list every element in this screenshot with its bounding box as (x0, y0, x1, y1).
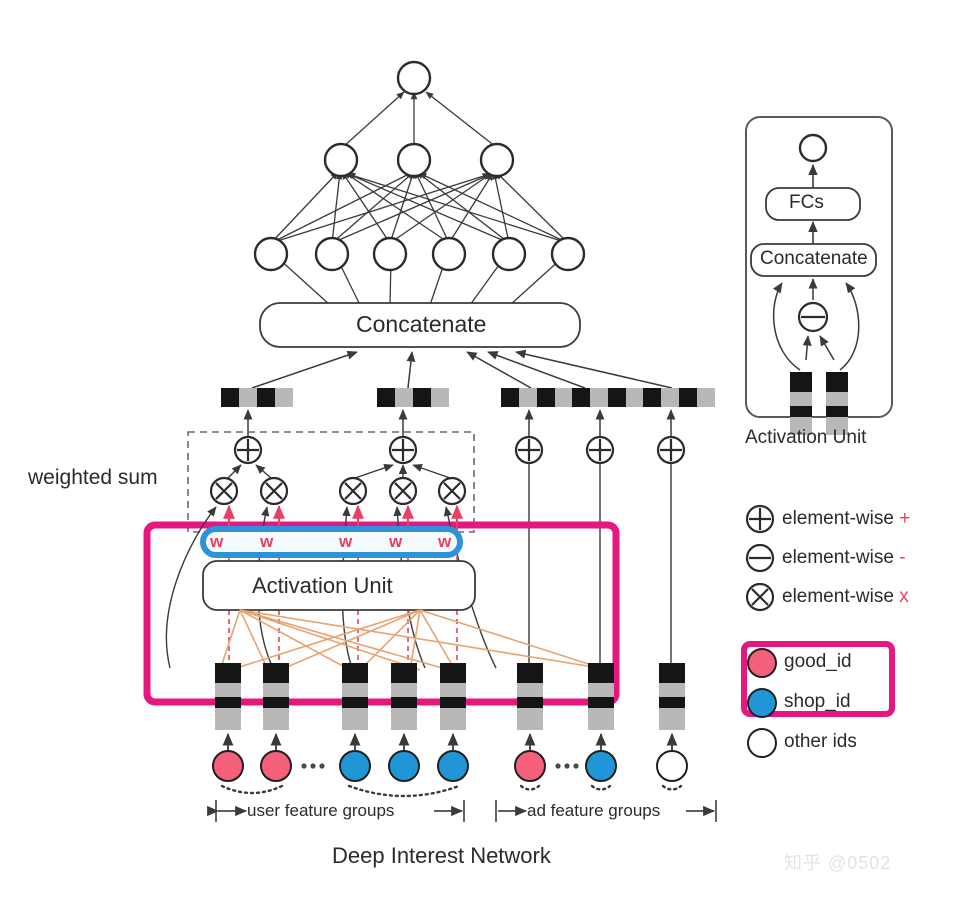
horizontal-embedding-bars (221, 388, 715, 407)
bypass-columns (528, 463, 672, 666)
concatenate-box (259, 302, 581, 348)
au-inner-edges (772, 278, 860, 371)
weight-label-5: w (438, 532, 452, 551)
product-units (209, 476, 467, 506)
activation-unit-caption: Activation Unit (745, 427, 867, 448)
figure-title: Deep Interest Network (332, 843, 551, 868)
activation-unit-input-edges (219, 609, 602, 671)
ad-feature-groups-measure (495, 800, 717, 822)
weight-label-1: w (210, 532, 224, 551)
au-concatenate-box (750, 243, 877, 277)
activation-unit-label: Activation Unit (252, 573, 393, 598)
legend-plus-label: element-wise (782, 508, 894, 529)
au-fcs-box (765, 187, 861, 221)
weight-label-2: w (260, 532, 274, 551)
au-output-node (798, 133, 828, 163)
au-minus-unit (797, 301, 829, 333)
legend-good-id-icon (747, 648, 777, 678)
ellipsis-dots (301, 763, 579, 769)
concatenate-label: Concatenate (356, 311, 487, 337)
user-feature-groups-measure (207, 800, 465, 822)
activation-unit-box (202, 560, 476, 611)
au-embedding-columns (790, 372, 848, 435)
legend-minus-op: - (899, 547, 906, 568)
embedbar-to-concat-edges (251, 349, 673, 389)
legend-shop-id-icon (747, 688, 777, 718)
legend-shop-id-label: shop_id (784, 691, 851, 712)
vertical-embedding-columns (215, 663, 685, 730)
feature-to-embedding-edges (222, 732, 678, 750)
legend-id-highlight-box (741, 641, 895, 717)
legend-times-icon (745, 582, 775, 612)
output-node (396, 60, 432, 96)
feature-circles (212, 750, 688, 782)
legend-good-id-label: good_id (784, 651, 852, 672)
legend-minus-icon (745, 543, 775, 573)
watermark: 知乎 @0502 (784, 853, 892, 873)
product-to-sum-edges (227, 463, 451, 479)
mlp-edges-l2-out (342, 91, 497, 148)
user-feature-groups-label: user feature groups (247, 801, 395, 820)
weight-label-3: w (339, 532, 353, 551)
legend-plus-op: + (899, 508, 911, 529)
hidden-layer-1 (253, 236, 586, 272)
legend-times-label: element-wise (782, 586, 894, 607)
sum-units (233, 435, 686, 465)
ad-feature-groups-label: ad feature groups (527, 801, 661, 820)
legend-plus-text: element-wise + (782, 508, 910, 530)
legend-minus-text: element-wise - (782, 547, 906, 569)
au-concatenate-label: Concatenate (760, 248, 868, 269)
legend-minus-label: element-wise (782, 547, 894, 568)
legend-times-op: x (899, 586, 909, 607)
legend-plus-icon (745, 504, 775, 534)
pink-highlight-box (143, 521, 620, 706)
weighted-sum-label: weighted sum (28, 466, 158, 489)
au-fcs-label: FCs (789, 192, 824, 213)
legend-other-ids-icon (747, 728, 777, 758)
weight-row-highlight (200, 526, 463, 558)
hidden-layer-2 (323, 142, 515, 178)
legend-times-text: element-wise x (782, 586, 909, 608)
legend-other-ids-label: other ids (784, 731, 857, 752)
mlp-edges-l1-l2 (270, 170, 569, 244)
group-brace-dotted (220, 784, 683, 798)
weight-label-4: w (389, 532, 403, 551)
